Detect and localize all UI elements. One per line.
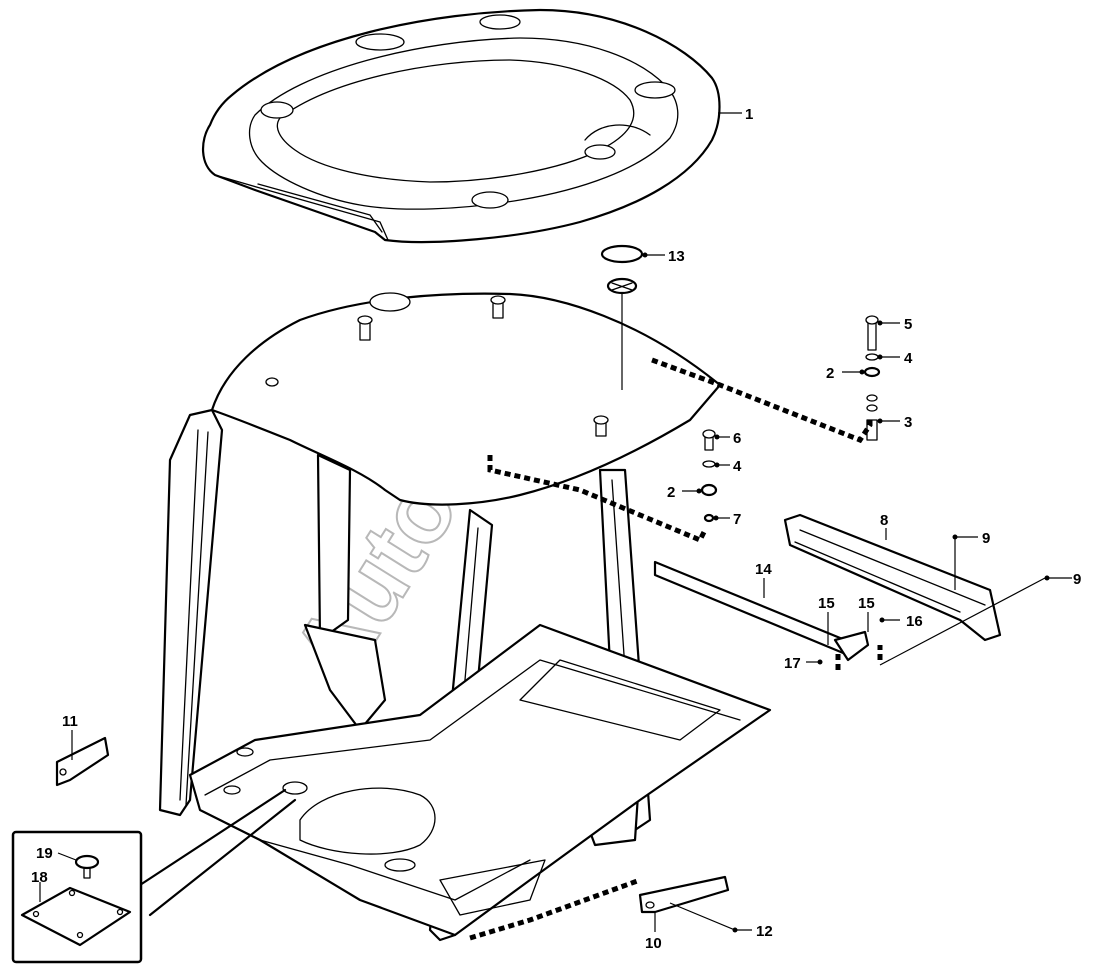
callout-8: 8	[880, 512, 888, 540]
part-14-rail	[653, 560, 870, 662]
svg-text:1: 1	[745, 106, 753, 123]
part-8-rail-cover	[783, 513, 1002, 642]
callout-10: 10	[645, 912, 662, 952]
svg-text:12: 12	[756, 923, 773, 940]
part-10-bracket	[638, 875, 730, 914]
callout-5: 5	[877, 316, 912, 333]
roof-bolts	[265, 295, 609, 437]
svg-text:13: 13	[668, 248, 685, 265]
callout-15-right: 15	[858, 595, 875, 632]
fastener-stack-middle	[700, 429, 718, 523]
callout-17: 17	[784, 655, 823, 672]
svg-text:9: 9	[982, 530, 990, 547]
svg-text:15: 15	[818, 595, 835, 612]
svg-text:4: 4	[733, 458, 742, 475]
cab-roof-sheet	[210, 292, 722, 506]
part-13-cover	[600, 244, 644, 390]
svg-text:16: 16	[906, 613, 923, 630]
roof-panel	[202, 8, 721, 244]
callout-1: 1	[718, 106, 753, 123]
callout-12: 12	[669, 902, 773, 940]
svg-text:2: 2	[667, 484, 675, 501]
svg-text:18: 18	[31, 869, 48, 886]
svg-text:7: 7	[733, 511, 741, 528]
callout-9-lower: 9	[879, 571, 1081, 666]
callout-16: 16	[879, 613, 923, 630]
svg-text:15: 15	[858, 595, 875, 612]
callout-18: 18	[31, 869, 48, 902]
callout-13: 13	[642, 248, 685, 265]
part-11-bracket	[55, 736, 110, 787]
svg-text:11: 11	[62, 713, 78, 730]
callouts: 1 13 5 4 2 3 6	[31, 106, 1081, 952]
callout-6: 6	[714, 430, 741, 447]
callout-2-middle: 2	[667, 484, 702, 501]
svg-text:10: 10	[645, 935, 662, 952]
svg-text:8: 8	[880, 512, 888, 529]
svg-text:9: 9	[1073, 571, 1081, 588]
fastener-stack-upper	[863, 315, 881, 441]
callout-19: 19	[36, 845, 77, 862]
svg-text:4: 4	[904, 350, 913, 367]
svg-text:17: 17	[784, 655, 801, 672]
svg-text:2: 2	[826, 365, 834, 382]
svg-text:6: 6	[733, 430, 741, 447]
callout-11: 11	[62, 713, 78, 760]
callout-2-upper: 2	[826, 365, 865, 382]
callout-15-left: 15	[818, 595, 835, 645]
svg-text:3: 3	[904, 414, 912, 431]
callout-3: 3	[877, 414, 912, 431]
callout-14: 14	[755, 561, 772, 598]
svg-text:19: 19	[36, 845, 53, 862]
callout-7: 7	[713, 511, 741, 528]
svg-text:14: 14	[755, 561, 772, 578]
callout-9-upper: 9	[952, 530, 990, 590]
svg-text:5: 5	[904, 316, 912, 333]
harness-dashes	[469, 357, 883, 941]
callout-4-upper: 4	[877, 350, 913, 367]
callout-4-middle: 4	[714, 458, 742, 475]
detail-inset	[11, 788, 297, 964]
